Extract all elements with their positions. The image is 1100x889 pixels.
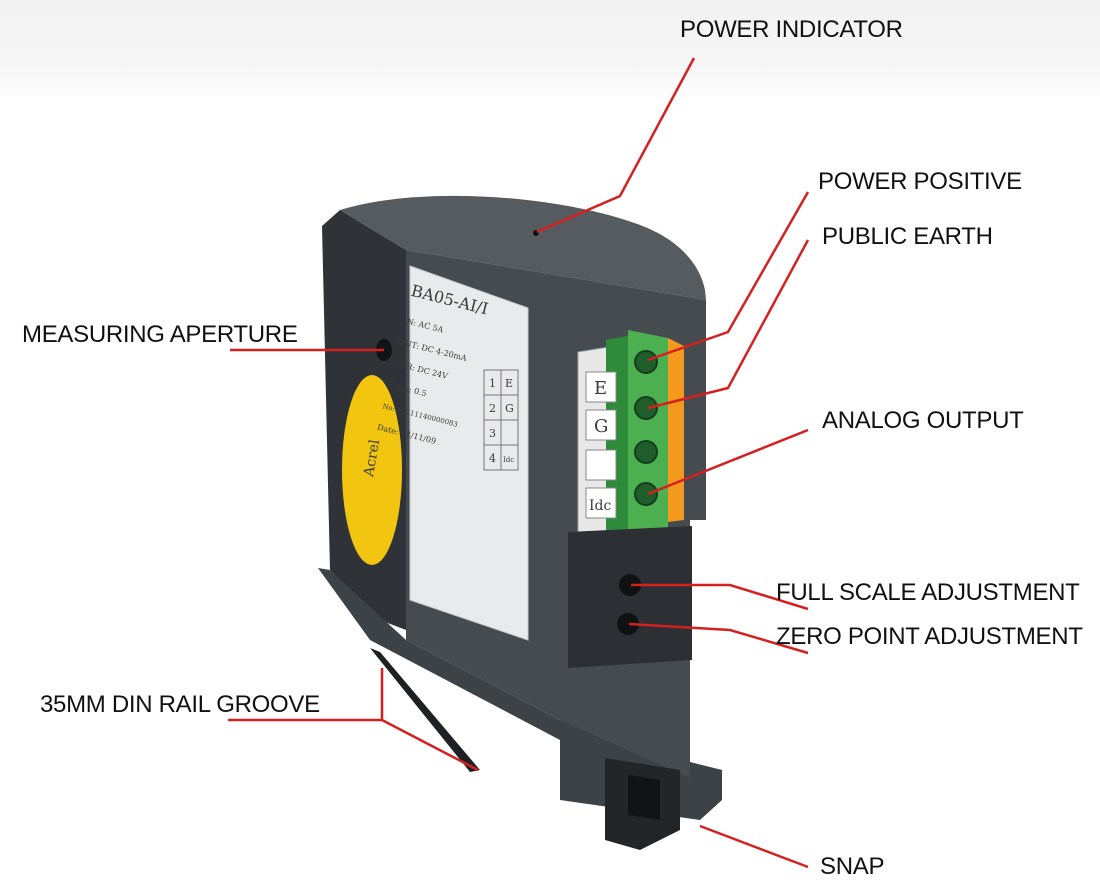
callout-full-scale-adjustment: FULL SCALE ADJUSTMENT: [776, 579, 1080, 606]
leader-full-scale: [631, 583, 809, 611]
top-background-band: [0, 0, 1100, 102]
din-rail-groove: [370, 648, 480, 772]
sticker-terminal-num-2: 2: [489, 402, 496, 415]
callout-zero-point-adjustment: ZERO POINT ADJUSTMENT: [776, 623, 1083, 650]
leader-lines: [228, 57, 810, 869]
housing-top-curve: [340, 195, 706, 300]
terminal-code-idc: Idc: [589, 498, 611, 514]
callout-measuring-aperture: MEASURING APERTURE: [22, 321, 298, 348]
sticker-plate: [409, 265, 529, 641]
callout-power-indicator: POWER INDICATOR: [680, 16, 903, 43]
sticker-terminal-num-3: 3: [489, 427, 496, 440]
callout-analog-output: ANALOG OUTPUT: [822, 407, 1024, 434]
sticker-terminal-num-1: 1: [489, 377, 496, 390]
acrel-seal-sticker: [342, 375, 402, 565]
leader-analog-output: [647, 428, 809, 496]
terminal-screw-1: [634, 350, 658, 374]
leader-din-rail-extra: [381, 718, 479, 772]
leader-public-earth: [647, 239, 810, 410]
terminal-screw-4: [634, 482, 658, 506]
terminal-screw-2: [634, 396, 658, 420]
sticker-terminal-code-1: E: [505, 377, 513, 390]
terminal-block: E G Idc: [577, 330, 684, 549]
seal-brand-text: Acrel: [361, 438, 384, 479]
sticker-terminal-code-2: G: [505, 402, 514, 415]
zero-point-potentiometer: [617, 613, 639, 635]
leader-power-positive: [647, 191, 810, 362]
callout-snap: SNAP: [820, 853, 884, 880]
callout-din-rail-groove: 35MM DIN RAIL GROOVE: [40, 691, 320, 718]
callout-public-earth: PUBLIC EARTH: [822, 223, 993, 250]
sticker-terminal-code-4: Idc: [503, 456, 514, 464]
transducer-device: E G Idc: [318, 195, 722, 850]
sticker-terminal-num-4: 4: [489, 452, 496, 465]
callout-power-positive: POWER POSITIVE: [818, 168, 1022, 195]
leader-zero-point: [628, 622, 809, 655]
leader-snap: [699, 824, 809, 869]
sticker-terminal-table: 1 2 3 4 E G Idc: [483, 369, 519, 471]
adjustment-panel: [568, 526, 692, 668]
terminal-code-g: G: [594, 416, 608, 437]
leader-power-indicator: [536, 57, 696, 234]
terminal-screw-3: [634, 440, 658, 464]
din-rail-base: [318, 568, 722, 820]
terminal-code-e: E: [594, 378, 607, 399]
full-scale-potentiometer: [619, 574, 641, 596]
